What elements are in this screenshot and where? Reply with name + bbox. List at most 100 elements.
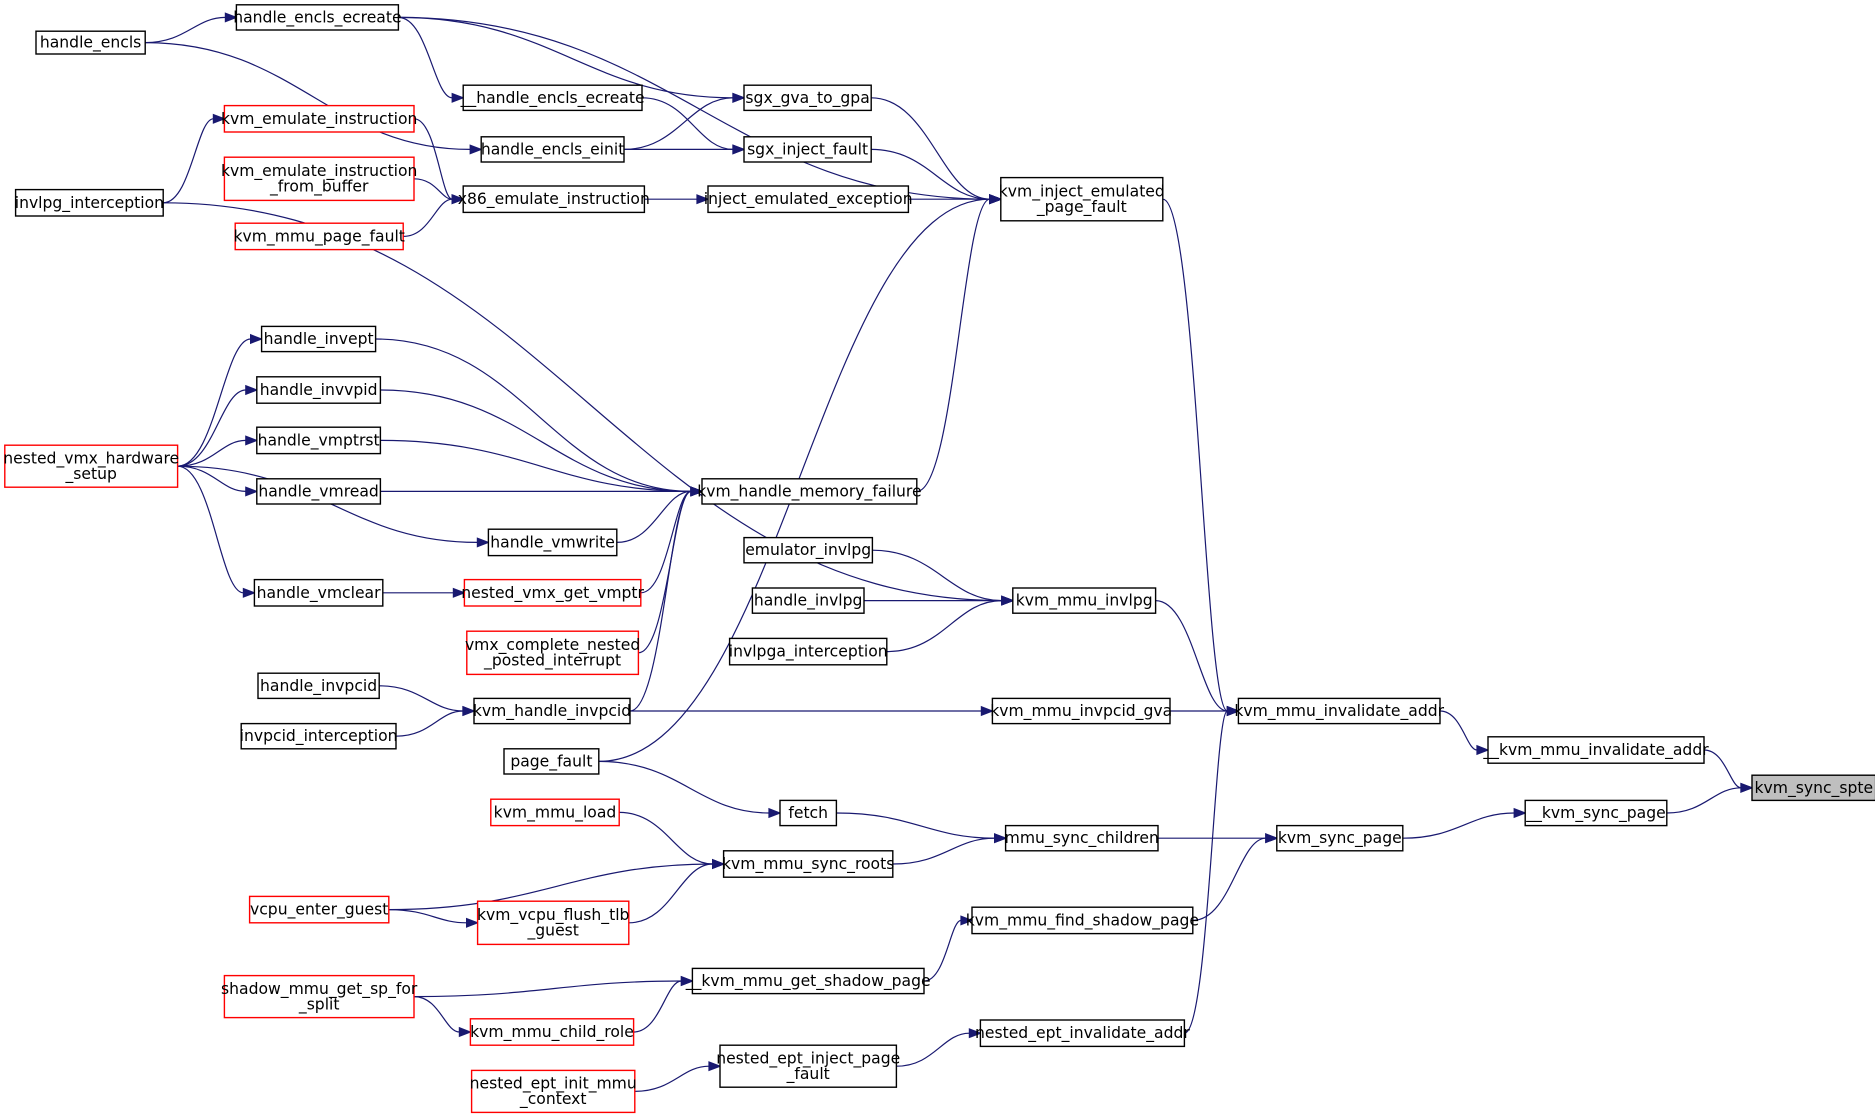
node-label: kvm_mmu_invalidate_addr	[1234, 702, 1444, 721]
node-kvm_inject_emulated_page_fault[interactable]: kvm_inject_emulated_page_fault	[999, 176, 1165, 222]
edge-line	[619, 811, 713, 865]
node-kvm_mmu_child_role[interactable]: kvm_mmu_child_role	[469, 1018, 635, 1046]
node-box	[1237, 697, 1441, 725]
node-kvm_handle_invpcid[interactable]: kvm_handle_invpcid	[473, 697, 631, 725]
edge-line	[1184, 710, 1228, 1034]
node-handle_invept[interactable]: handle_invept	[260, 325, 377, 353]
node-handle_encls_ecreate[interactable]: handle_encls_ecreate	[233, 4, 402, 31]
node-invpcid_interception[interactable]: invpcid_interception	[240, 722, 398, 750]
node-box	[691, 967, 925, 995]
node-handle_vmwrite[interactable]: handle_vmwrite	[487, 528, 618, 557]
node-x86_emulate_instruction[interactable]: x86_emulate_instruction	[458, 185, 650, 214]
node-box	[235, 4, 400, 31]
edge-handle_vmclear-to-nested_vmx_get_vmptr	[382, 587, 467, 598]
edge-__kvm_sync_page-to-kvm_sync_spte	[1666, 782, 1754, 814]
edge-nested_ept_invalidate_addr-to-kvm_mmu_invalidate_addr	[1184, 705, 1241, 1034]
arrowhead-icon	[245, 486, 259, 497]
node-kvm_handle_memory_failure[interactable]: kvm_handle_memory_failure	[697, 478, 922, 505]
node-sgx_gva_to_gpa[interactable]: sgx_gva_to_gpa	[743, 84, 872, 112]
node-kvm_mmu_find_shadow_page[interactable]: kvm_mmu_find_shadow_page	[966, 906, 1199, 935]
edge-line	[388, 909, 467, 924]
node-invlpg_interception[interactable]: invlpg_interception	[14, 188, 164, 217]
node-nested_ept_init_mmu_context[interactable]: nested_ept_init_mmu_context	[470, 1069, 637, 1114]
node-kvm_mmu_invlpg[interactable]: kvm_mmu_invlpg	[1012, 587, 1157, 614]
edge-line	[872, 549, 1002, 602]
node-label: _context	[519, 1090, 587, 1109]
node-label: kvm_emulate_instruction	[221, 110, 418, 129]
node-label: emulator_invlpg	[745, 541, 871, 560]
node-handle_invpcid[interactable]: handle_invpcid	[257, 672, 380, 700]
node-sgx_inject_fault[interactable]: sgx_inject_fault	[743, 136, 872, 163]
node-label: nested_ept_init_mmu	[470, 1075, 637, 1094]
node-handle_encls_einit[interactable]: handle_encls_einit	[480, 136, 625, 163]
node-invlpga_interception[interactable]: invlpga_interception	[729, 637, 888, 666]
node-__kvm_mmu_get_shadow_page[interactable]: __kvm_mmu_get_shadow_page	[685, 967, 931, 995]
node-label: handle_encls_einit	[481, 140, 625, 159]
node-kvm_mmu_sync_roots[interactable]: kvm_mmu_sync_roots	[722, 850, 894, 878]
node-label: kvm_emulate_instruction	[221, 162, 418, 181]
node-kvm_mmu_load[interactable]: kvm_mmu_load	[490, 798, 620, 827]
node-vcpu_enter_guest[interactable]: vcpu_enter_guest	[248, 895, 390, 924]
edge-invlpga_interception-to-kvm_mmu_invlpg	[886, 595, 1015, 653]
node-box	[490, 798, 620, 827]
node-kvm_vcpu_flush_tlb_guest[interactable]: kvm_vcpu_flush_tlb_guest	[476, 900, 630, 946]
node-kvm_mmu_page_fault[interactable]: kvm_mmu_page_fault	[233, 222, 405, 251]
node-label: handle_vmwrite	[490, 533, 615, 552]
node-inject_emulated_exception[interactable]: inject_emulated_exception	[704, 185, 913, 214]
node-box	[35, 30, 146, 55]
node-label: _from_buffer	[269, 178, 369, 197]
node-fetch[interactable]: fetch	[779, 799, 838, 827]
node-box	[248, 895, 390, 924]
node-nested_ept_invalidate_addr[interactable]: nested_ept_invalidate_addr	[975, 1019, 1190, 1048]
node-kvm_emulate_instruction_from_buffer[interactable]: kvm_emulate_instruction_from_buffer	[221, 156, 418, 202]
edge-fetch-to-mmu_sync_children	[836, 812, 1008, 844]
edge-line	[395, 710, 464, 737]
node-mmu_sync_children[interactable]: mmu_sync_children	[1004, 824, 1159, 852]
node-label: nested_ept_invalidate_addr	[975, 1024, 1190, 1043]
node-handle_vmread[interactable]: handle_vmread	[256, 478, 382, 505]
edge-line	[1666, 787, 1742, 814]
node-handle_vmptrst[interactable]: handle_vmptrst	[256, 426, 382, 455]
arrowhead-icon	[469, 144, 483, 155]
edge-line	[871, 148, 990, 200]
node-box	[4, 444, 179, 488]
edge-line	[633, 980, 682, 1033]
node-vmx_complete_nested_posted_interrupt[interactable]: vmx_complete_nested_posted_interrupt	[465, 630, 640, 676]
node-shadow_mmu_get_sp_for_split[interactable]: shadow_mmu_get_sp_for_split	[221, 974, 418, 1019]
node-handle_invlpg[interactable]: handle_invlpg	[751, 587, 865, 614]
node-handle_vmclear[interactable]: handle_vmclear	[253, 578, 384, 607]
node-box	[1004, 824, 1159, 852]
node-kvm_mmu_invpcid_gva[interactable]: kvm_mmu_invpcid_gva	[990, 697, 1172, 725]
arrowhead-icon	[245, 435, 259, 446]
node-label: nested_ept_inject_page	[716, 1049, 900, 1068]
node-label: vmx_complete_nested	[465, 636, 640, 655]
edge-line	[403, 198, 453, 237]
node-box	[1487, 736, 1705, 764]
node-box	[779, 799, 838, 827]
node-kvm_mmu_invalidate_addr[interactable]: kvm_mmu_invalidate_addr	[1234, 697, 1445, 725]
node-nested_vmx_get_vmptr[interactable]: nested_vmx_get_vmptr	[461, 578, 645, 607]
node-nested_vmx_hardware_setup[interactable]: nested_vmx_hardware_setup	[3, 444, 179, 488]
node-handle_invvpid[interactable]: handle_invvpid	[256, 376, 382, 404]
edge-line	[379, 685, 464, 712]
edge-nested_ept_inject_page_fault-to-nested_ept_invalidate_addr	[896, 1028, 983, 1067]
node-kvm_sync_page[interactable]: kvm_sync_page	[1276, 824, 1404, 852]
node-kvm_emulate_instruction[interactable]: kvm_emulate_instruction	[221, 104, 418, 133]
edge-vmx_complete_nested_posted_interrupt-to-kvm_handle_memory_failure	[638, 486, 704, 654]
edge-kvm_vcpu_flush_tlb_guest-to-kvm_mmu_sync_roots	[628, 858, 726, 924]
node-label: kvm_vcpu_flush_tlb	[477, 906, 630, 925]
edge-page_fault-to-fetch	[598, 760, 782, 819]
node-handle_encls[interactable]: handle_encls	[35, 30, 146, 55]
node-__kvm_mmu_invalidate_addr[interactable]: __kvm_mmu_invalidate_addr	[1482, 736, 1709, 764]
node-__kvm_sync_page[interactable]: __kvm_sync_page	[1524, 799, 1668, 827]
node-box	[707, 185, 910, 214]
node-page_fault[interactable]: page_fault	[503, 748, 600, 775]
node-nested_ept_inject_page_fault[interactable]: nested_ept_inject_page_fault	[716, 1044, 900, 1088]
node-layer: handle_encls handle_encls_ecreate __handle…	[3, 4, 1875, 1114]
node-box	[14, 188, 164, 217]
node-emulator_invlpg[interactable]: emulator_invlpg	[743, 536, 874, 564]
node-label: handle_encls	[40, 34, 141, 53]
edge-line	[638, 490, 692, 654]
node-box	[256, 478, 382, 505]
node-__handle_encls_ecreate[interactable]: __handle_encls_ecreate	[460, 84, 645, 112]
